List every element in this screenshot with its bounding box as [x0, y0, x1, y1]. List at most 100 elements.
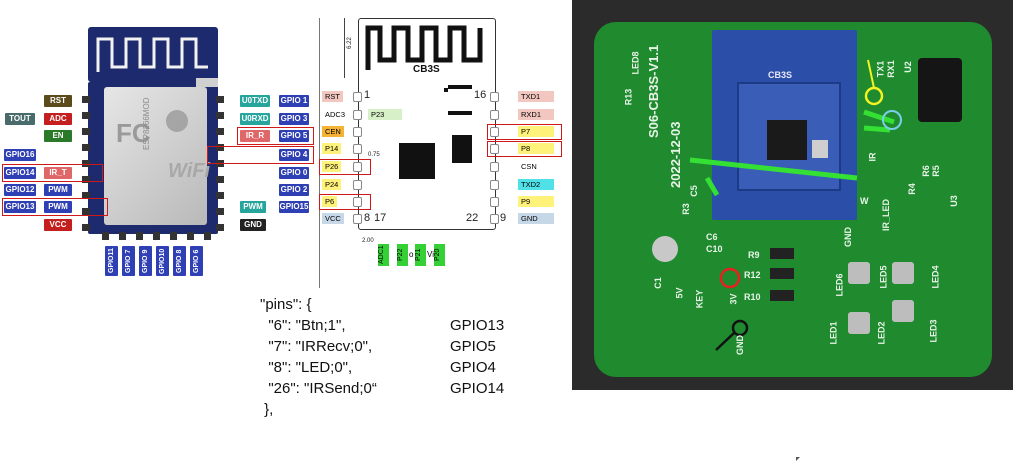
cb3s-dim-line	[344, 18, 345, 78]
pcb-label-led5: LED5	[878, 265, 889, 289]
esp-pin-tout: TOUT	[5, 113, 35, 125]
esp-pin-gpio15: GPIO15	[279, 201, 309, 213]
pcb-label-led6: LED6	[834, 273, 845, 297]
pcb-label-u2: U2	[902, 61, 913, 73]
pcb-label-c1: C1	[652, 277, 663, 289]
cb3s-pad-r8	[490, 214, 499, 224]
cb3s-pad-l5	[353, 162, 362, 172]
esp-pin-gpio13: GPIO13	[4, 201, 36, 213]
cb3s-pad-r3	[490, 127, 499, 137]
module-chip-photo	[767, 120, 807, 160]
cb3s-label-p24: P24	[322, 179, 342, 190]
cb3s-pad-l1	[353, 92, 362, 102]
cb3s-label-p14: P14	[322, 143, 342, 154]
pcb-label-rx1: RX1	[885, 60, 896, 78]
cb3s-label-p7: P7	[518, 126, 554, 137]
esp-pin-gpio3: GPIO 3	[279, 113, 309, 125]
cb3s-pad-l3	[353, 127, 362, 137]
pcb-label-gnd-1: GND	[735, 335, 745, 355]
code-line-26: "26": "IRSend;0“GPIO14	[260, 378, 504, 399]
esp-pin-gnd: GND	[240, 219, 266, 231]
cb3s-label-p23: P23	[368, 109, 402, 120]
pcb-label-ir: IR	[867, 152, 878, 162]
code-line-gpio: GPIO13	[450, 317, 505, 334]
cb3s-dot-icon	[444, 88, 448, 92]
resistor-2	[770, 268, 794, 279]
pcb-label-key: KEY	[694, 289, 705, 309]
pcb-label-r12: R12	[744, 270, 761, 280]
cb3s-pad-r2	[490, 110, 499, 120]
cb3s-pad-l4	[353, 144, 362, 154]
esp-pin-adc: ADC	[44, 113, 72, 125]
esp-pin-gpio16: GPIO16	[4, 149, 36, 161]
highlight-p26	[319, 159, 371, 175]
mount-hole	[652, 236, 678, 262]
cb3s-bottom-p22: P22	[397, 244, 408, 266]
code-line-8: "8": "LED;0",GPIO4	[260, 357, 496, 378]
cb3s-crystal-icon	[448, 85, 472, 115]
pcb-label-r9: R9	[748, 250, 760, 260]
pcb-label-c5: C5	[688, 185, 699, 197]
cb3s-pad-l2	[353, 110, 362, 120]
pcb-label-r5: R5	[930, 165, 941, 177]
cb3s-label-p26: P26	[322, 161, 342, 172]
cb3s-label-csn: CSN	[518, 161, 554, 172]
cb3s-component-icon	[452, 135, 472, 163]
cb3s-label-txd1: TXD1	[518, 91, 554, 102]
pcb-annotation-overlay	[689, 59, 902, 351]
cb3s-label-p9: P9	[518, 196, 554, 207]
cb3s-pad-l8	[353, 214, 362, 224]
pcb-label-5v: 5V	[674, 287, 685, 299]
cb3s-num-22: 22	[466, 212, 479, 224]
esp-pin-ir-r: IR_R	[240, 130, 270, 142]
cb3s-label-p8: P8	[518, 143, 554, 154]
cb3s-label-txd2: TXD2	[518, 179, 554, 190]
cb3s-label-cen: CEN	[322, 126, 344, 137]
resistor-1	[770, 248, 794, 259]
esp-pin-gpio2: GPIO 2	[279, 184, 309, 196]
cb3s-label-rxd1: RXD1	[518, 109, 554, 120]
cb3s-dim-2: 0.75	[368, 152, 380, 158]
cb3s-label-gnd: GND	[518, 213, 554, 224]
code-line-text: "7": "IRRecv;0",	[260, 338, 373, 355]
esp-pin-pwm-1: PWM	[44, 184, 72, 196]
cb3s-bottom-adc1: ADC1	[378, 244, 389, 266]
pcb-label-r10: R10	[744, 292, 761, 302]
esp-pin-pwm-2: PWM	[44, 201, 72, 213]
code-line-text: "8": "LED;0",	[260, 359, 353, 376]
esp-pin-gpio6: GPIO 6	[190, 246, 203, 276]
cb3s-chip-icon	[399, 143, 435, 179]
esp-pin-gpio7: GPIO 7	[122, 246, 135, 276]
code-close: },	[260, 401, 274, 418]
cb3s-num-17: 17	[374, 212, 387, 224]
code-line-6: "6": "Btn;1",GPIO13	[260, 315, 504, 336]
esp-pin-ir-t: IR_T	[44, 167, 72, 179]
resistor-3	[770, 290, 794, 301]
cb3s-pad-l7	[353, 197, 362, 207]
cb3s-chip-label: CB3S	[413, 64, 440, 75]
pcb-label-tx1: TX1	[875, 60, 886, 78]
pcb-label-led8: LED8	[630, 51, 641, 75]
cb3s-pad-l6	[353, 180, 362, 190]
highlight-gpio5	[237, 127, 314, 145]
esp-pin-gpio14: GPIO14	[4, 167, 36, 179]
code-line-gpio: GPIO5	[450, 338, 496, 355]
pcb-label-ir-led: IR_LED	[881, 198, 892, 232]
highlight-gpio13	[2, 198, 108, 216]
pcb-label-u3: U3	[948, 195, 959, 207]
esp-pin-u0rxd: U0RXD	[240, 113, 270, 125]
pcb-module-label: CB3S	[768, 70, 793, 80]
highlight-p8	[487, 141, 562, 157]
pcb-label-w: W	[860, 196, 869, 206]
highlight-p6	[319, 194, 371, 210]
pcb-label-r3: R3	[680, 203, 691, 215]
esp-pin-u0txd: U0TXD	[240, 95, 270, 107]
esp-pin-gpio4: GPIO 4	[279, 149, 309, 161]
highlight-p7	[487, 124, 562, 140]
pcb-label-r4: R4	[906, 183, 917, 195]
pcb-label-r6: R6	[920, 165, 931, 177]
shield-model-text: ESP8266MOD	[142, 97, 151, 150]
esp12-right-pads	[216, 96, 224, 232]
pcb-label-led1: LED1	[828, 321, 839, 345]
highlight-gpio14	[2, 164, 103, 182]
